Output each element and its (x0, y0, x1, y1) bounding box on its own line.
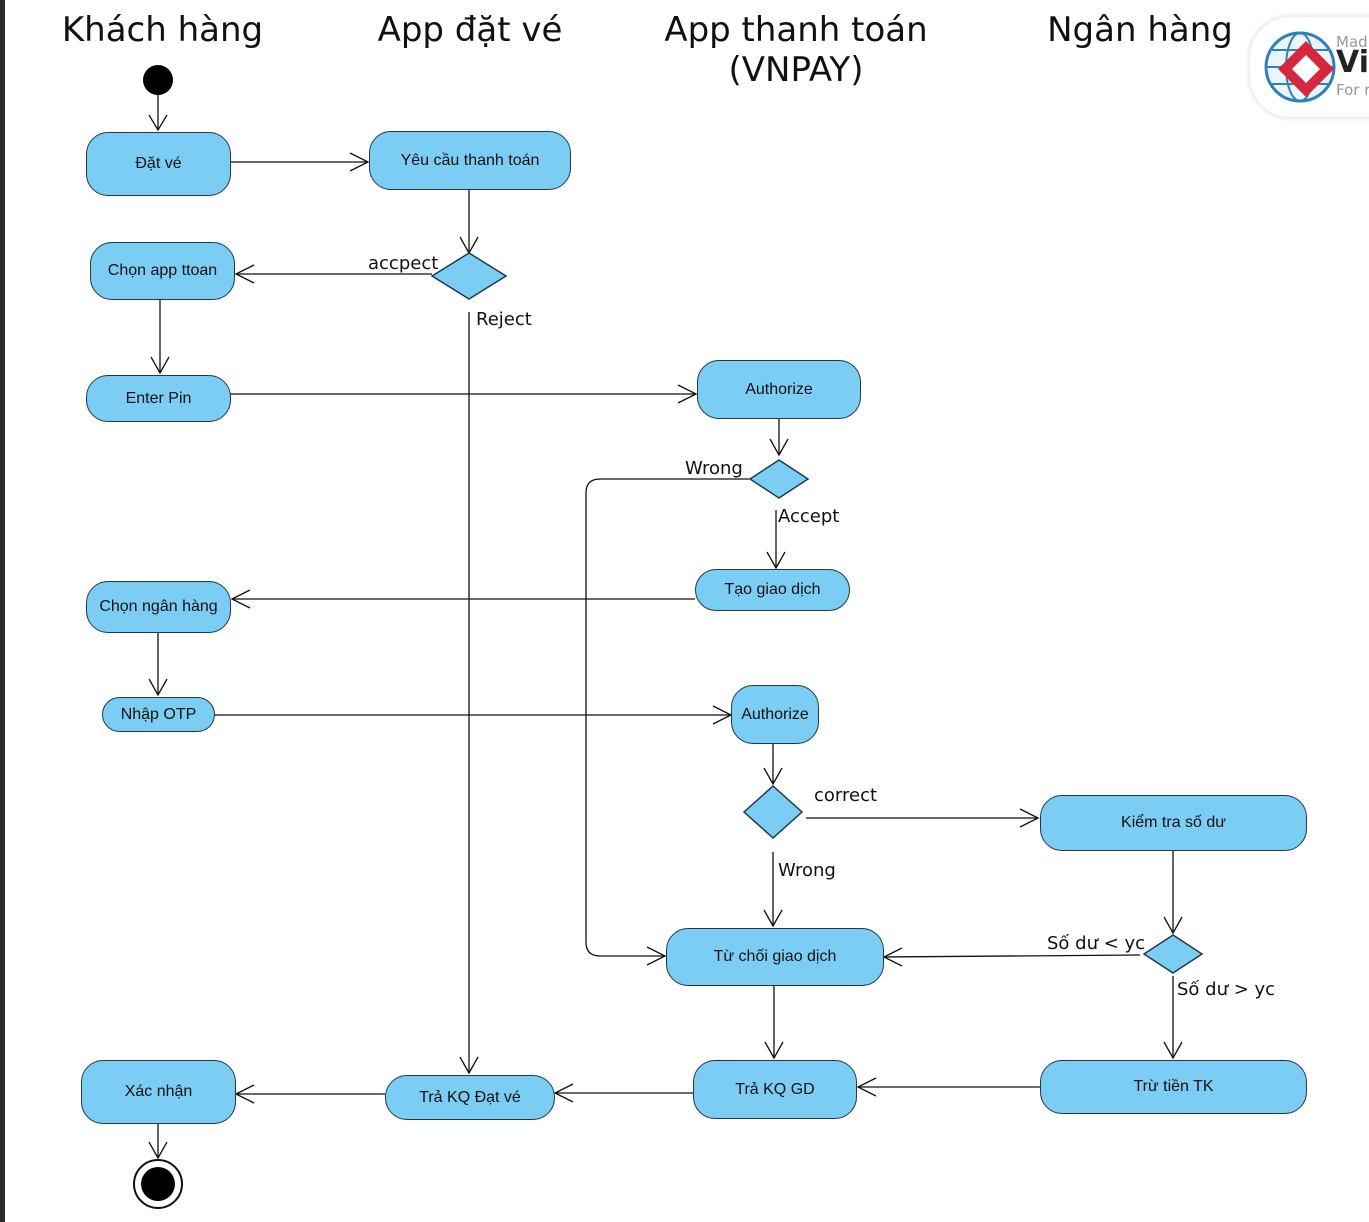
arrowhead (882, 947, 903, 967)
logo-text-3: For r (1336, 81, 1369, 99)
arrowhead (766, 551, 786, 570)
activity-chon-ngan-hang: Chọn ngân hàng (86, 581, 231, 633)
activity-nhap-otp: Nhập OTP (102, 697, 215, 732)
edge-label-correct: correct (814, 785, 878, 806)
lane-title-booking-app: App đặt vé (377, 10, 563, 50)
arrowhead (646, 946, 667, 966)
decision-payment-request (430, 252, 508, 300)
arrowhead (553, 1083, 574, 1103)
edge-label-so-du-gt: Số dư > yc (1177, 979, 1276, 1000)
activity-authorize-2: Authorize (731, 685, 819, 744)
decision-balance (1142, 934, 1204, 974)
activity-xac-nhan: Xác nhận (81, 1060, 236, 1124)
edge-label-accept: Accept (778, 506, 840, 527)
edge-wrong-1 (585, 478, 749, 957)
activity-tra-kq-gd: Trả KQ GD (693, 1060, 857, 1119)
lane-title-bank: Ngân hàng (1047, 10, 1233, 50)
visual-paradigm-logo: Mad Vis For r (1250, 17, 1369, 117)
activity-yeu-cau-thanh-toan: Yêu cầu thanh toán (369, 131, 571, 190)
decision-authorize-otp (742, 784, 804, 840)
logo-text-1: Mad (1336, 33, 1368, 51)
arrowhead (234, 264, 255, 284)
arrowhead (459, 1056, 479, 1075)
edge-so-du-lt (883, 954, 1141, 958)
edge-label-wrong-1: Wrong (685, 458, 743, 479)
activity-dat-ve: Đặt vé (86, 132, 231, 196)
arrowhead (1019, 808, 1040, 828)
arrowhead (1163, 1041, 1183, 1060)
activity-chon-app-ttoan: Chọn app ttoan (90, 242, 235, 300)
arrowhead (764, 1041, 784, 1060)
arrowhead (856, 1077, 877, 1097)
activity-tra-kq-dat-ve: Trả KQ Đạt vé (385, 1075, 555, 1120)
activity-tu-choi-giao-dich: Từ chối giao dịch (666, 928, 884, 986)
globe-icon (1264, 31, 1336, 103)
logo-text-2: Vis (1336, 45, 1369, 80)
lane-title-customer: Khách hàng (61, 10, 264, 50)
arrowhead (763, 909, 783, 928)
arrowhead (148, 114, 168, 132)
lane-title-payment-app-sub: (VNPAY) (728, 50, 864, 90)
arrowhead (148, 678, 168, 697)
arrowhead (230, 589, 251, 609)
arrowhead (234, 1084, 255, 1104)
window-edge (0, 0, 5, 1222)
activity-authorize-1: Authorize (697, 360, 861, 419)
activity-enter-pin: Enter Pin (86, 375, 231, 422)
arrowhead (148, 1141, 168, 1160)
arrowhead (769, 438, 789, 457)
activity-tru-tien-tk: Trừ tiền TK (1040, 1060, 1307, 1114)
arrowhead (150, 356, 170, 375)
arrowhead (349, 152, 370, 172)
activity-kiem-tra-so-du: Kiểm tra số dư (1040, 795, 1307, 851)
edge-label-reject: Reject (476, 309, 532, 330)
decision-authorize-pin (748, 459, 810, 499)
edge-label-wrong-2: Wrong (778, 860, 836, 881)
edge-label-accpect: accpect (368, 253, 439, 274)
arrowhead (677, 384, 698, 404)
end-node-core (141, 1167, 175, 1201)
lane-title-payment-app: App thanh toán (664, 10, 928, 50)
arrowhead (763, 767, 783, 786)
arrowhead (1163, 916, 1183, 935)
edge-label-so-du-lt: Số dư < yc (1047, 933, 1146, 954)
activity-tao-giao-dich: Tạo giao dịch (695, 569, 850, 611)
start-node (143, 65, 173, 95)
